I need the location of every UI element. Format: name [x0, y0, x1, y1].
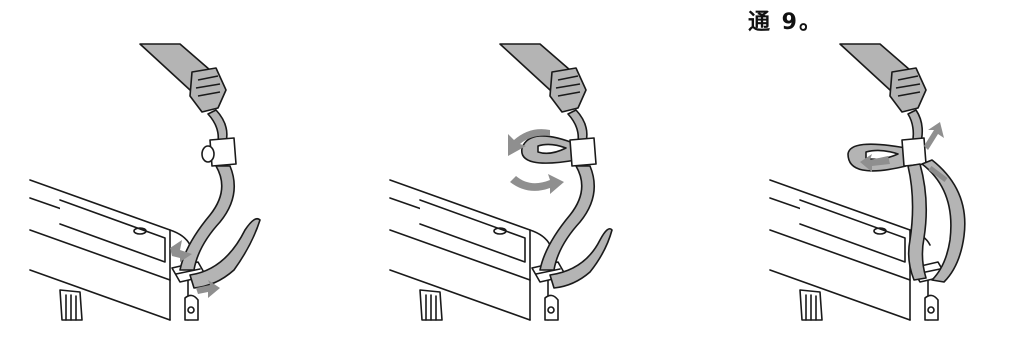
strap-step-2-figure	[380, 30, 680, 330]
strap-attach-step-3-illustration	[769, 43, 966, 321]
strap-attach-step-2-illustration	[389, 43, 613, 321]
strap-step-3-figure	[720, 30, 1010, 330]
strap-attach-step-1-illustration	[29, 43, 261, 321]
page-caption: 通 9。	[748, 10, 823, 35]
strap-step-1-figure	[20, 30, 320, 330]
